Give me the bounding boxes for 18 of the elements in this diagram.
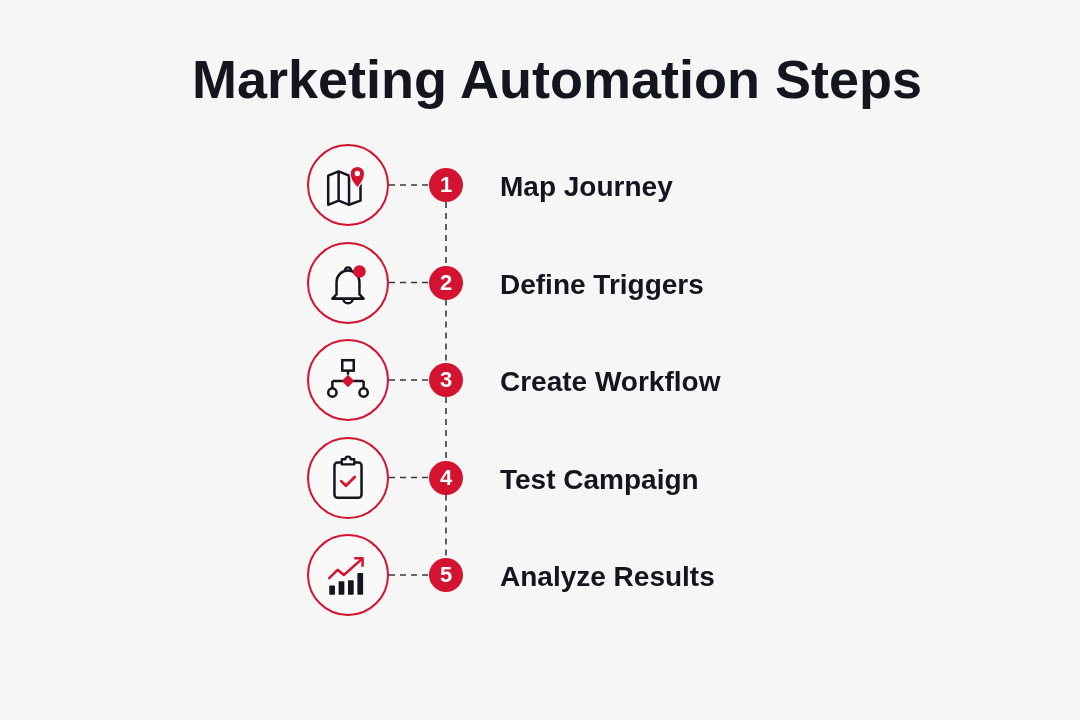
step-label: Create Workflow <box>500 365 721 399</box>
dashed-connector <box>388 476 430 479</box>
step-number-badge: 4 <box>429 460 463 495</box>
dashed-connector <box>388 184 430 186</box>
step-label: Test Campaign <box>500 462 699 497</box>
step-label: Map Journey <box>500 170 673 204</box>
dashed-connector <box>388 574 430 576</box>
dashed-connector <box>445 493 447 559</box>
dashed-connector <box>388 379 430 381</box>
step-number-badge: 3 <box>429 363 463 397</box>
step-number-badge: 2 <box>429 265 463 300</box>
step-label: Analyze Results <box>500 560 715 594</box>
step-number-badge: 5 <box>429 558 463 592</box>
step-number-badge: 1 <box>429 168 463 202</box>
step-label: Define Triggers <box>500 267 704 302</box>
title: Marketing Automation Steps <box>191 48 923 111</box>
dashed-connector <box>388 281 430 284</box>
dashed-connector <box>445 298 447 364</box>
